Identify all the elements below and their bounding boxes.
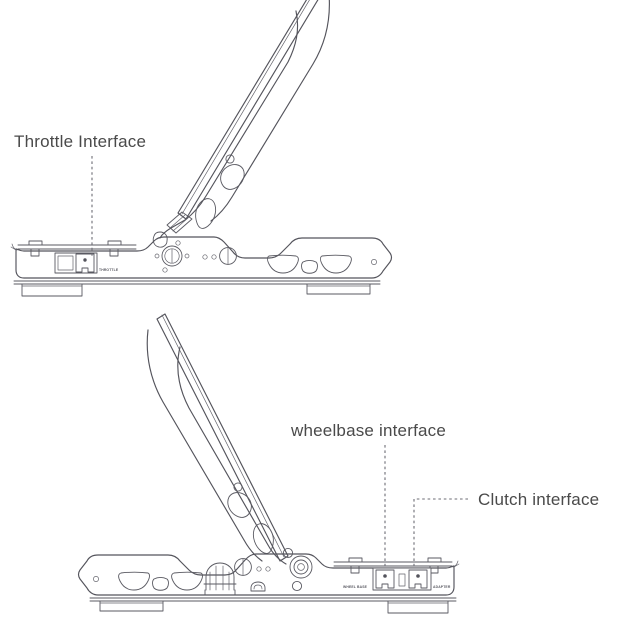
- upper-throttle-port[interactable]: [54, 252, 98, 274]
- lower-pedal-unit: WHEEL BASE ADAPTER: [77, 313, 460, 614]
- lower-pivot-assembly: [282, 547, 313, 592]
- lower-top-rail: [333, 557, 453, 574]
- callout-wheelbase: wheelbase interface: [290, 421, 446, 566]
- lower-adjustment-dials[interactable]: [234, 558, 271, 576]
- callout-clutch: Clutch interface: [413, 490, 599, 566]
- upper-hinge-linkage: [152, 211, 193, 248]
- lower-pedal-face-plate: [156, 313, 289, 562]
- upper-pedal-unit: THROTTLE: [10, 0, 393, 297]
- upper-base-rails: [13, 280, 381, 297]
- upper-pedal-face-plate: [177, 0, 319, 220]
- wheelbase-port[interactable]: [375, 569, 395, 589]
- clutch-port-micro-label: ADAPTER: [433, 585, 451, 589]
- lower-front-cutouts: [93, 571, 203, 591]
- lower-pedal-arm: [146, 329, 287, 565]
- lower-chassis-body: [77, 553, 460, 596]
- lower-spring-assembly: [203, 562, 266, 596]
- upper-chassis-body: [10, 236, 393, 279]
- callout-throttle: Throttle Interface: [14, 132, 146, 258]
- upper-pedal-arm: [159, 0, 330, 239]
- clutch-adapter-port[interactable]: [408, 569, 428, 589]
- upper-adjustment-dials[interactable]: [154, 240, 237, 273]
- lower-port-block[interactable]: [372, 567, 432, 591]
- wheelbase-interface-label: wheelbase interface: [290, 421, 446, 440]
- upper-top-rail: [17, 240, 137, 257]
- wheelbase-port-micro-label: WHEEL BASE: [343, 585, 368, 589]
- lower-base-rails: [89, 597, 457, 614]
- clutch-leader-line: [413, 498, 468, 566]
- upper-port-micro-label: THROTTLE: [99, 268, 119, 272]
- throttle-interface-label: Throttle Interface: [14, 132, 146, 151]
- upper-rear-cutouts: [267, 254, 377, 274]
- clutch-interface-label: Clutch interface: [478, 490, 599, 509]
